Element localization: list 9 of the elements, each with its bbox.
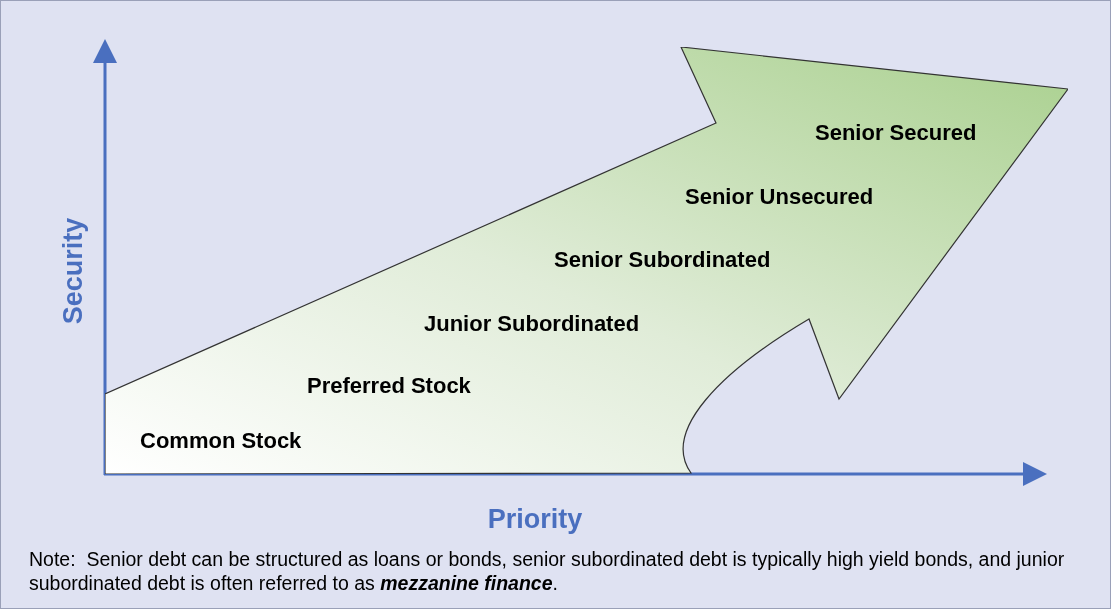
- tier-label: Senior Secured: [815, 120, 977, 146]
- tier-label: Senior Unsecured: [685, 184, 874, 210]
- note-text: Note: Senior debt can be structured as loans or bonds, senior subordinated debt is typically high yield bonds, and junior subordinated debt is often referred to as mezzanine finance.: [29, 547, 1066, 595]
- tier-label: Junior Subordinated: [424, 311, 640, 337]
- tier-label: Senior Subordinated: [554, 247, 771, 273]
- axis-title: Security: [56, 217, 89, 325]
- axis-title: Priority: [487, 503, 583, 536]
- tier-label: Preferred Stock: [307, 373, 471, 399]
- tier-label: Common Stock: [140, 428, 302, 454]
